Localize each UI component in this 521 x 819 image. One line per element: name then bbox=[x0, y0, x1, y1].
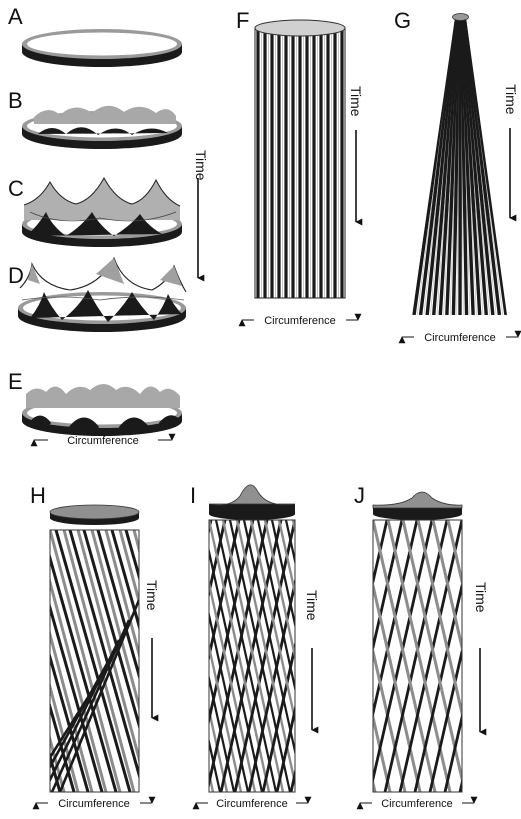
stripe-i-dark2 bbox=[146, 520, 206, 792]
stripe-i-gray bbox=[293, 520, 353, 792]
time-label-j: Time bbox=[473, 582, 489, 613]
stripe-h-gray bbox=[0, 530, 50, 792]
stripe-h-dark bbox=[140, 530, 214, 792]
stripe-h-gray bbox=[148, 530, 218, 792]
stripe-h-dark bbox=[0, 530, 32, 792]
stripe-i-dark bbox=[305, 520, 365, 792]
stripe-h-gray bbox=[0, 530, 36, 792]
circumference-label-i: Circumference bbox=[216, 798, 288, 810]
stripe-j-dark bbox=[475, 520, 521, 792]
ring-d bbox=[18, 258, 186, 332]
stripe-i-dark bbox=[151, 520, 211, 792]
stripe-i-gray bbox=[139, 520, 199, 792]
circumference-label-g: Circumference bbox=[424, 332, 496, 344]
stripe-j-gray bbox=[463, 520, 521, 792]
cone-g bbox=[412, 14, 507, 316]
stripe-i-gray bbox=[153, 520, 213, 792]
ring-c bbox=[22, 178, 182, 247]
circumference-label-e: Circumference bbox=[67, 435, 139, 447]
circumference-label-f: Circumference bbox=[264, 315, 336, 327]
stripe-h-gray bbox=[0, 530, 22, 792]
stripe-i-dark2 bbox=[300, 520, 360, 792]
panel-label-d: D bbox=[8, 263, 24, 288]
ring-panels-a-to-e bbox=[18, 29, 186, 436]
stripe-j-dark bbox=[490, 520, 521, 792]
time-label-i: Time bbox=[304, 590, 320, 621]
panel-label-f: F bbox=[236, 8, 249, 33]
time-label-f: Time bbox=[348, 86, 364, 117]
stripe-j-gray bbox=[313, 520, 375, 792]
stripe-j-gray bbox=[478, 520, 521, 792]
panel-label-g: G bbox=[394, 8, 411, 33]
stripe-i-dark bbox=[137, 520, 197, 792]
stripe-h-gray bbox=[134, 530, 204, 792]
stripe-j-gray bbox=[508, 520, 521, 792]
stripe-h-dark bbox=[0, 530, 18, 792]
ring-b bbox=[22, 106, 182, 149]
panel-label-i: I bbox=[190, 483, 196, 508]
time-label-h: Time bbox=[144, 580, 160, 611]
panel-label-h: H bbox=[30, 483, 46, 508]
stripe-i-dark2 bbox=[314, 520, 374, 792]
stripe-h-dark bbox=[0, 530, 46, 792]
stripe-i-dark2 bbox=[132, 520, 192, 792]
cylinder-f bbox=[255, 20, 346, 298]
ring-e bbox=[22, 384, 182, 436]
panel-label-b: B bbox=[8, 88, 23, 113]
time-label-ring: Time bbox=[193, 150, 209, 181]
stripe-i-gray bbox=[321, 520, 381, 792]
cylinder-i bbox=[97, 485, 421, 792]
stripe-j-dark bbox=[295, 520, 357, 792]
stripe-j-dark bbox=[310, 520, 372, 792]
stripe-j-dark bbox=[460, 520, 521, 792]
stripe-i-dark bbox=[291, 520, 351, 792]
stripe-h-gray bbox=[0, 530, 8, 792]
ring-a bbox=[22, 29, 182, 67]
stripe-j-gray bbox=[493, 520, 521, 792]
panel-label-e: E bbox=[8, 369, 23, 394]
stripe-j-dark bbox=[505, 520, 521, 792]
panel-label-j: J bbox=[354, 483, 365, 508]
stripe-i-dark bbox=[319, 520, 379, 792]
stripe-i-gray bbox=[307, 520, 367, 792]
stripe-j-gray bbox=[298, 520, 360, 792]
panel-label-a: A bbox=[8, 4, 23, 29]
circumference-label-j: Circumference bbox=[381, 798, 453, 810]
circumference-label-h: Circumference bbox=[58, 798, 130, 810]
panel-label-c: C bbox=[8, 176, 24, 201]
time-label-g: Time bbox=[503, 84, 519, 115]
